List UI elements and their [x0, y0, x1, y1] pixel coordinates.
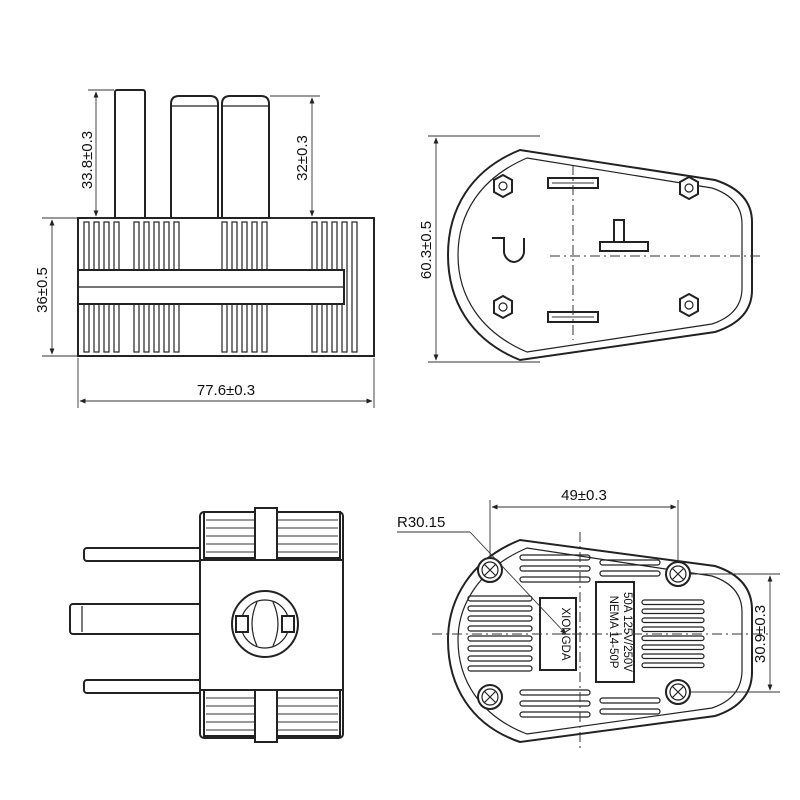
- grille-slot: [519, 711, 591, 718]
- grille-slot: [641, 608, 705, 615]
- grille-slot: [467, 605, 533, 612]
- dim-body-width: 77.6±0.3: [77, 358, 375, 408]
- face-hex-nut-bl: [493, 294, 513, 320]
- grille-slot: [519, 576, 591, 583]
- top-prong-upper: [83, 547, 203, 562]
- top-strap-lower: [254, 685, 278, 743]
- grille-slot: [467, 635, 533, 642]
- dim-body-width-label: 77.6±0.3: [197, 382, 255, 399]
- prong-ground: [114, 89, 146, 221]
- back-view: XIONGDA NEMA 14-50P 50A 125V/250V R30.15…: [397, 487, 780, 748]
- dim-body-height-label: 36±0.5: [34, 267, 51, 313]
- grille-slot: [519, 700, 591, 707]
- dim-face-height-label: 60.3±0.5: [418, 221, 435, 279]
- dim-body-height: 36±0.5: [34, 217, 77, 357]
- face-hex-nut-tl: [493, 173, 513, 199]
- grille-slot: [599, 708, 661, 715]
- face-view: 60.3±0.5: [418, 135, 762, 363]
- grille-slot: [467, 625, 533, 632]
- grille-slot: [599, 570, 661, 577]
- grille-slot: [641, 644, 705, 651]
- grille-slot: [641, 617, 705, 624]
- spec-label-line2: 50A 125V/250V: [621, 592, 633, 672]
- grille-slot: [641, 662, 705, 669]
- grille-slot: [519, 565, 591, 572]
- back-screw-tr: [665, 561, 691, 587]
- dim-prong-short: 32±0.3: [270, 95, 320, 219]
- grille-slot: [467, 665, 533, 672]
- dim-back-width: 49±0.3: [489, 487, 679, 562]
- dim-face-height: 60.3±0.5: [418, 135, 540, 363]
- dim-prong-long: 33.8±0.3: [79, 89, 114, 219]
- prong-x: [170, 95, 219, 221]
- face-hex-nut-tr: [679, 175, 699, 201]
- top-prong-ground: [69, 603, 203, 635]
- grille-slot: [641, 635, 705, 642]
- grille-slot: [599, 697, 661, 704]
- plug-face-inner-outline: [457, 157, 743, 353]
- grille-slot: [467, 645, 533, 652]
- top-view: [69, 507, 344, 743]
- grille-slot: [519, 689, 591, 696]
- back-grille-slots: [467, 554, 705, 718]
- prong-y: [221, 95, 270, 221]
- prong-group: [114, 89, 270, 221]
- back-screw-bl: [477, 684, 503, 710]
- dim-prong-short-label: 32±0.3: [294, 135, 311, 181]
- dim-back-height-label: 30.9±0.3: [752, 605, 769, 663]
- dim-back-width-label: 49±0.3: [561, 487, 607, 504]
- body-rib: [351, 221, 358, 353]
- top-prong-lower: [83, 679, 203, 694]
- spec-label-box: [595, 581, 635, 683]
- plug-back-inner-outline: [457, 547, 743, 735]
- dim-radius-label: R30.15: [397, 514, 445, 531]
- face-hex-nut-br: [679, 292, 699, 318]
- dim-radius: R30.15: [397, 514, 567, 635]
- spec-label-line1: NEMA 14-50P: [607, 596, 619, 669]
- grille-slot: [599, 559, 661, 566]
- dim-back-height: 30.9±0.3: [690, 573, 780, 693]
- top-cord-knob: [231, 590, 299, 658]
- grille-slot: [641, 653, 705, 660]
- face-neutral-blade: [599, 219, 649, 252]
- grille-slot: [519, 554, 591, 561]
- grille-slot: [467, 615, 533, 622]
- grille-slot: [641, 599, 705, 606]
- side-view: 33.8±0.3 32±0.3 36±0.5 77.6±0.3: [34, 89, 375, 408]
- top-strap-upper: [254, 507, 278, 565]
- plug-face-outline: [446, 148, 753, 362]
- face-ground-pin-u: [492, 237, 525, 264]
- grille-slot: [641, 626, 705, 633]
- grille-slot: [467, 655, 533, 662]
- back-screw-br: [665, 679, 691, 705]
- dim-prong-long-label: 33.8±0.3: [79, 131, 96, 189]
